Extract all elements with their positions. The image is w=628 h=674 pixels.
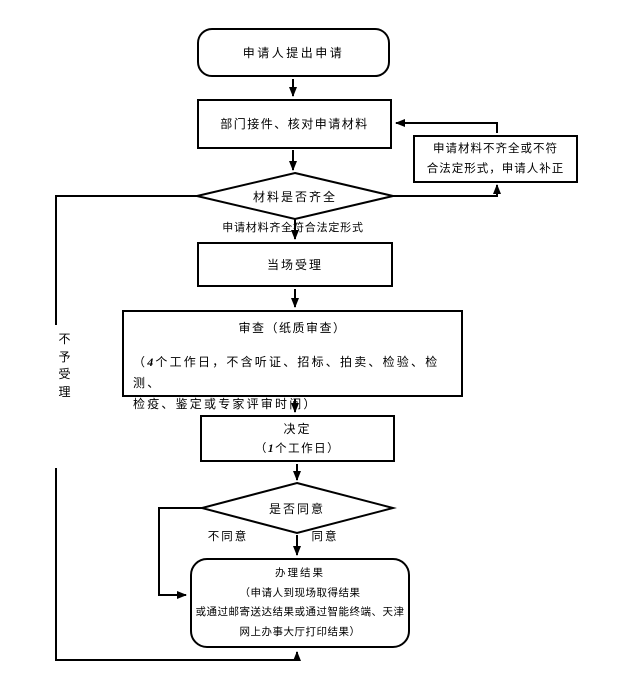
node-review: 审查（纸质审查） （4个工作日，不含听证、招标、拍卖、检验、检测、检疫、鉴定或专… — [122, 310, 463, 411]
edge-label-materials-complete: 申请材料齐全符合法定形式 — [222, 222, 364, 234]
node-receive: 部门接件、核对申请材料 — [197, 99, 392, 149]
node-receive-label: 部门接件、核对申请材料 — [220, 117, 369, 131]
arrow-supplement-to-receive — [395, 119, 498, 133]
review-title: 审查（纸质审查） — [238, 321, 347, 335]
supplement-line1: 申请材料不齐全或不符 — [433, 143, 558, 155]
edge-label-reject: 不予受理 — [58, 332, 71, 399]
supplement-line2: 合法定形式，申请人补正 — [426, 163, 565, 175]
result-line4: 网上办事大厅打印结果） — [239, 626, 361, 638]
node-accept-label: 当场受理 — [266, 257, 323, 272]
diamond-materials-check-label: 材料是否齐全 — [252, 189, 337, 204]
arrow-check-to-supplement — [393, 184, 501, 197]
diamond-agree-check — [198, 481, 397, 535]
review-days-number: 4 — [147, 355, 156, 369]
node-decision: 决定 （1个工作日） — [200, 415, 395, 462]
node-result: 办理结果 （申请人到现场取得结果 或通过邮寄送达结果或通过智能终端、天津 网上办… — [190, 558, 410, 648]
node-supplement: 申请材料不齐全或不符 合法定形式，申请人补正 — [413, 135, 578, 183]
diamond-agree-check-label: 是否同意 — [268, 501, 325, 516]
node-start: 申请人提出申请 — [197, 28, 390, 77]
decision-days-number: 1 — [267, 442, 276, 455]
node-start-label: 申请人提出申请 — [242, 45, 345, 60]
decision-title: 决定 — [283, 421, 312, 436]
reject-path-lower — [55, 468, 301, 661]
diamond-materials-check — [196, 171, 394, 221]
result-line3: 或通过邮寄送达结果或通过智能终端、天津 — [195, 607, 405, 618]
decision-note: （1个工作日） — [254, 442, 341, 455]
reject-path-upper — [55, 195, 197, 325]
edge-label-disagree: 不同意 — [207, 531, 249, 543]
review-note: （4个工作日，不含听证、招标、拍卖、检验、检测、检疫、鉴定或专家评审时间） — [133, 355, 440, 411]
edge-label-agree: 同意 — [311, 531, 339, 543]
arrow-disagree-to-result — [158, 507, 202, 599]
result-line2: （申请人到现场取得结果 — [239, 587, 361, 599]
node-accept: 当场受理 — [197, 242, 393, 287]
result-line1: 办理结果 — [275, 568, 325, 579]
